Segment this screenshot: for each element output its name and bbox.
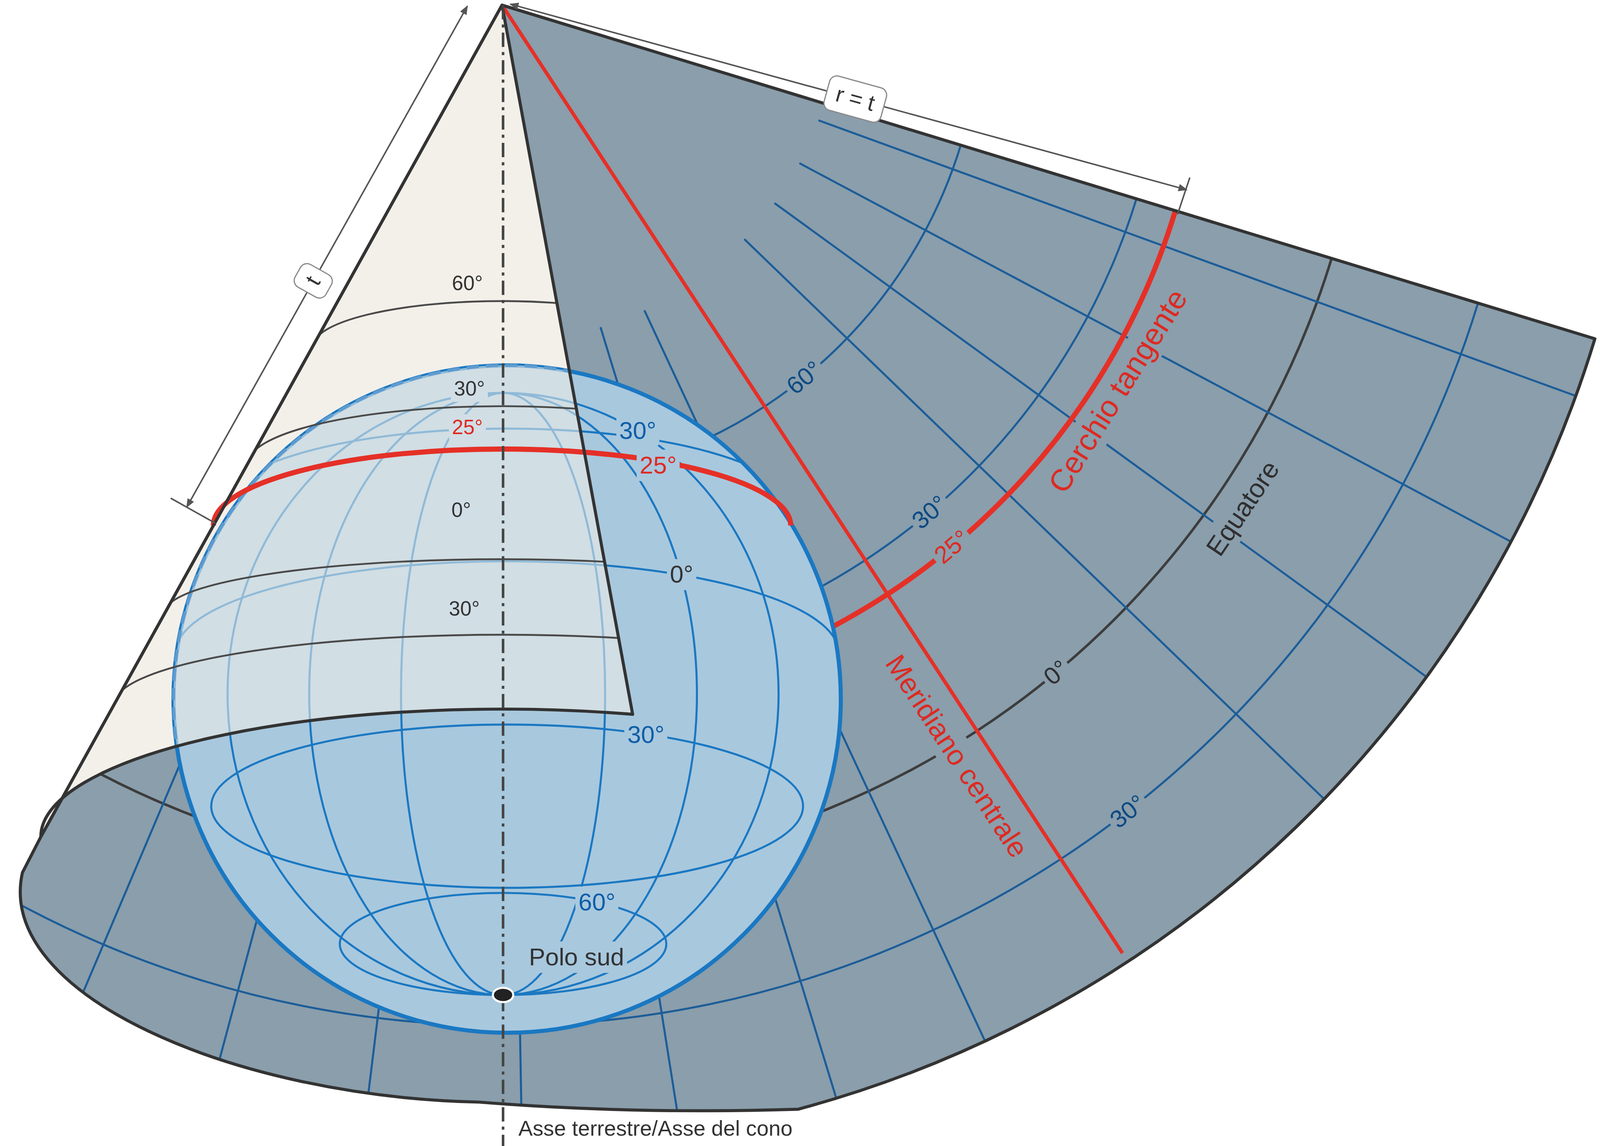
latitude-label: 60° xyxy=(448,270,486,298)
south-pole-dot xyxy=(493,987,514,1002)
tangent-circle-arc xyxy=(788,210,1176,649)
cone-front-outline xyxy=(40,5,633,837)
sector-outline xyxy=(20,5,1595,1111)
latitude-label: 30° xyxy=(450,375,488,403)
latitude-label: 25° xyxy=(636,449,680,481)
latitude-label: 60° xyxy=(777,351,831,404)
latitude-label: 30° xyxy=(624,719,668,751)
equator-label: Equatore xyxy=(1196,451,1289,565)
dimension-box: r = t xyxy=(821,73,889,125)
pole-label: Polo sud xyxy=(526,941,628,973)
meridian-line xyxy=(774,202,1493,725)
latitude-label: 0° xyxy=(1034,650,1078,694)
meridian-line xyxy=(744,239,1383,856)
central-meridian-label: Meridiano centrale xyxy=(876,645,1039,867)
latitude-label: 30° xyxy=(1101,785,1155,837)
latitude-label: 0° xyxy=(448,496,474,524)
latitude-label: 60° xyxy=(575,886,619,918)
axis-label: Asse terrestre/Asse del cono xyxy=(515,1114,796,1143)
dimension-box: t xyxy=(290,259,336,302)
tangent-circle-label: Cerchio tangente xyxy=(1037,279,1197,503)
latitude-label: 30° xyxy=(616,415,660,447)
dimension-text: r = t xyxy=(832,81,878,117)
globe-hidden-outline xyxy=(173,365,841,1033)
dimension-line xyxy=(510,3,1187,190)
latitude-label: 25° xyxy=(448,414,486,441)
dimension-tick xyxy=(1177,177,1190,215)
dimension-text: t xyxy=(300,271,326,290)
latitude-label: 0° xyxy=(666,559,697,591)
globe-parallel xyxy=(211,724,803,888)
cone-axis xyxy=(501,5,505,1146)
dimension-line xyxy=(186,5,468,507)
meridian-line xyxy=(799,163,1584,581)
latitude-label: 30° xyxy=(445,596,483,623)
meridian-line xyxy=(818,120,1600,424)
dimension-tick xyxy=(170,498,216,524)
